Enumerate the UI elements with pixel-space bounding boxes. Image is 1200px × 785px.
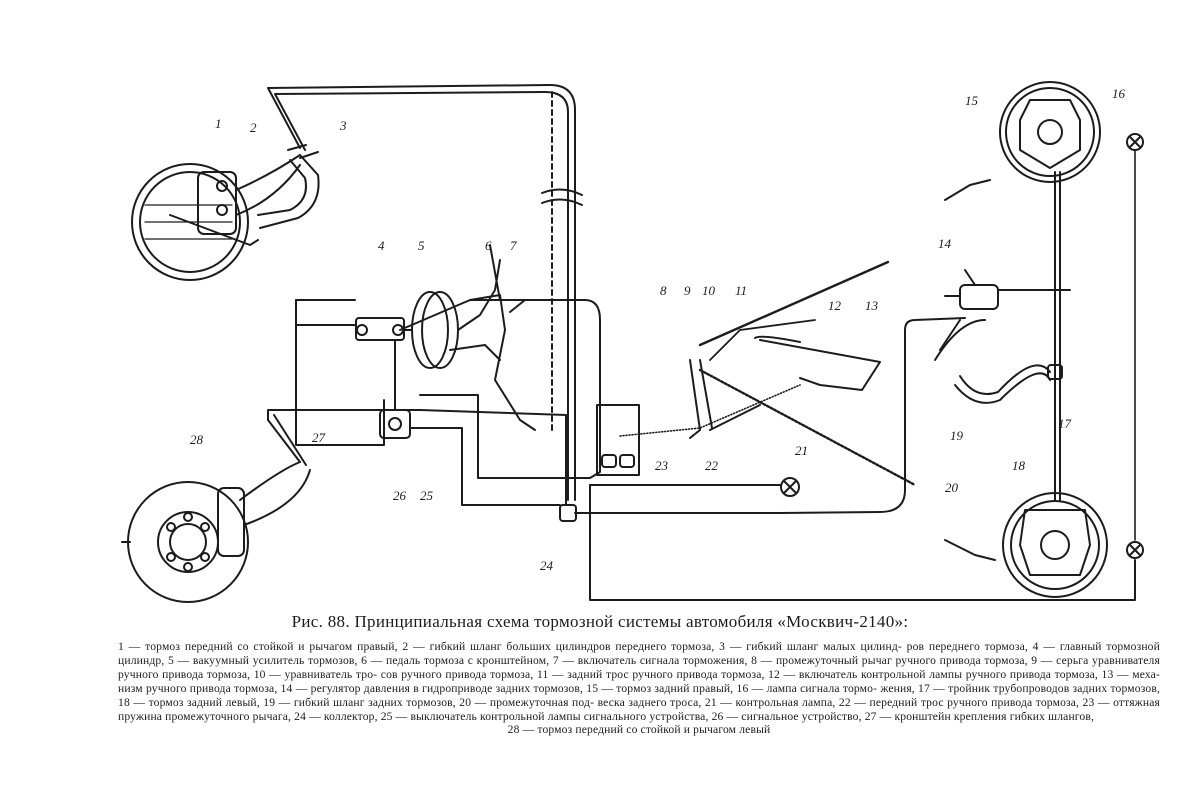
callout-3: 3	[339, 118, 347, 133]
legend-line: коллектор, 25 — выключатель контрольной …	[323, 709, 1095, 723]
rear-left-brake	[944, 492, 1108, 598]
callout-24: 24	[540, 558, 554, 573]
figure-caption: Рис. 88. Принципиальная схема тормозной …	[291, 612, 909, 631]
collector	[559, 504, 577, 522]
legend-line: сов ручного привода тормоза, 11 — задний…	[380, 667, 1160, 681]
dashboard-panel	[596, 404, 640, 476]
master-cylinder-booster	[355, 244, 536, 431]
legend-line: сигнала торможения, 8 — промежуточный ры…	[118, 653, 1160, 681]
callout-11: 11	[735, 283, 747, 298]
callout-4: 4	[378, 238, 385, 253]
callout-28: 28	[190, 432, 204, 447]
lamp-16-bottom	[1126, 541, 1144, 559]
callout-26: 26	[393, 488, 407, 503]
handbrake-linkage	[619, 260, 917, 487]
callout-22: 22	[705, 458, 719, 473]
callout-20: 20	[945, 480, 959, 495]
callout-12: 12	[828, 298, 842, 313]
front-hoses	[257, 144, 320, 229]
callout-2: 2	[250, 120, 257, 135]
brake-system-diagram: 1 2 3 4 5 6 7 8 9 10 11 12 13 14 15 16 1…	[121, 81, 1144, 603]
legend-line: ров переднего тормоза, 4 — главный тормо…	[118, 640, 1160, 667]
callout-27: 27	[312, 430, 326, 445]
front-left-brake	[121, 461, 311, 603]
callout-10: 10	[702, 283, 716, 298]
callout-1: 1	[215, 116, 222, 131]
callout-17: 17	[1058, 416, 1072, 431]
callout-9: 9	[684, 283, 691, 298]
callout-8: 8	[660, 283, 667, 298]
callout-7: 7	[510, 238, 517, 253]
pressure-regulator	[944, 269, 1071, 310]
legend-line: 28 — тормоз передний со стойкой и рычаго…	[507, 723, 771, 737]
callout-21: 21	[795, 443, 808, 458]
signal-device	[379, 339, 411, 439]
callout-14: 14	[938, 236, 952, 251]
callout-25: 25	[420, 488, 434, 503]
rear-tee	[1047, 364, 1063, 380]
lamp-16-top	[1126, 133, 1144, 151]
lamp-21	[780, 477, 800, 497]
legend-line: 1 — тормоз передний со стойкой и рычагом…	[118, 640, 902, 653]
callout-18: 18	[1012, 458, 1026, 473]
callout-19: 19	[950, 428, 964, 443]
callout-16: 16	[1112, 86, 1126, 101]
legend-line: веска заднего троса, 21 — контрольная ла…	[118, 695, 1160, 723]
callout-23: 23	[655, 458, 669, 473]
brake-lines	[267, 84, 1136, 601]
callout-6: 6	[485, 238, 492, 253]
callout-5: 5	[418, 238, 425, 253]
figure-legend: 1 — тормоз передний со стойкой и рычагом…	[118, 640, 1160, 737]
callout-13: 13	[865, 298, 879, 313]
callout-15: 15	[965, 93, 979, 108]
front-right-brake	[131, 154, 301, 281]
callout-labels: 1 2 3 4 5 6 7 8 9 10 11 12 13 14 15 16 1…	[190, 86, 1126, 573]
rear-hose	[934, 319, 1051, 404]
rear-right-brake	[944, 81, 1101, 201]
legend-line: жения, 17 — тройник трубопроводов задних…	[118, 681, 1160, 709]
legend-line: низм ручного привода тормоза, 14 — регул…	[118, 681, 878, 695]
